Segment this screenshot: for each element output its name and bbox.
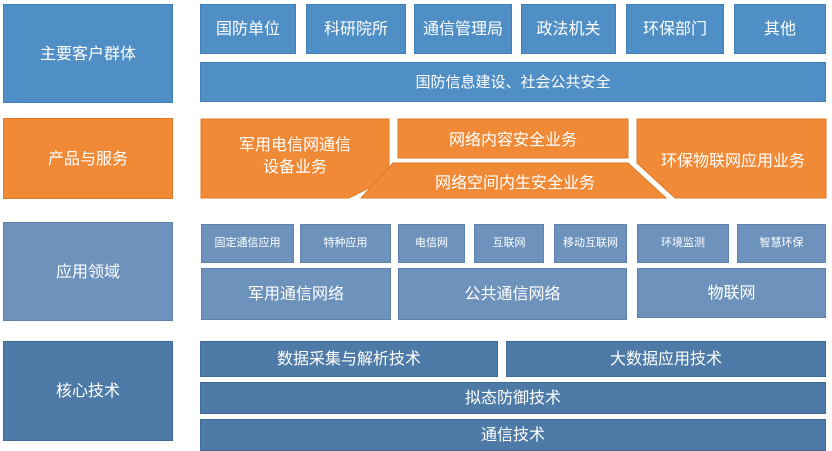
customer-other: 其他 [734,4,826,54]
app-telecom-network: 电信网 [398,224,465,263]
tech-communication: 通信技术 [200,419,826,451]
tech-data-collection: 数据采集与解析技术 [200,341,498,377]
product-military-shape [200,118,390,199]
product-content-security-shape [397,118,629,159]
tech-big-data: 大数据应用技术 [506,341,826,377]
customer-environment: 环保部门 [626,4,724,54]
app-mobile-internet: 移动互联网 [554,224,627,263]
app-environment-monitoring: 环境监测 [637,224,729,263]
product-content-security-label: 网络内容安全业务 [448,130,577,149]
customer-research: 科研院所 [306,4,406,54]
customer-telecom-admin: 通信管理局 [414,4,512,54]
row-label-products: 产品与服务 [3,118,173,199]
app-smart-environment: 智慧环保 [737,224,826,263]
app-iot: 物联网 [637,268,826,318]
product-cyberspace-security-shape [359,162,668,199]
row-label-core: 核心技术 [3,341,173,441]
row-label-applications: 应用领域 [3,222,173,321]
product-iot-label: 环保物联网应用业务 [660,150,805,170]
tech-mimic-defense: 拟态防御技术 [200,382,826,414]
customer-law-enforcement: 政法机关 [521,4,616,54]
row-label-customers: 主要客户群体 [3,4,173,103]
app-special: 特种应用 [300,224,391,263]
app-internet: 互联网 [474,224,544,263]
product-iot-shape [636,118,827,199]
products-shapes [200,118,827,199]
product-cyberspace-security-label: 网络空间内生安全业务 [434,172,595,192]
app-public-network: 公共通信网络 [398,268,627,320]
customer-banner: 国防信息建设、社会公共安全 [200,62,826,102]
app-fixed-communication: 固定通信应用 [201,224,294,263]
app-military-network: 军用通信网络 [201,268,391,320]
product-military-label: 军用电信网通信 设备业务 [238,135,351,176]
customer-defense: 国防单位 [200,4,296,54]
